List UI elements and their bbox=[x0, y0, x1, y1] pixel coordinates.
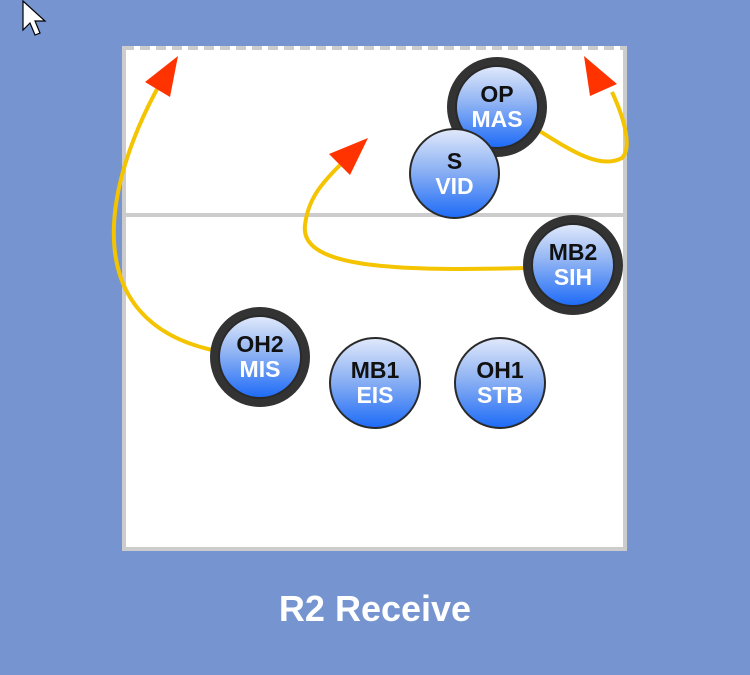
player-name: MAS bbox=[471, 106, 523, 132]
player-position: OH2 bbox=[236, 331, 284, 357]
movement-path-oh2 bbox=[111, 79, 213, 352]
player-position: OH1 bbox=[476, 357, 524, 383]
player-name: EIS bbox=[356, 382, 394, 408]
player-name: MIS bbox=[239, 356, 281, 382]
mouse-pointer-icon bbox=[22, 0, 47, 36]
player-position: MB2 bbox=[548, 239, 598, 265]
player-position: MB1 bbox=[350, 357, 400, 383]
player-name: SIH bbox=[553, 264, 593, 290]
arrow-head-oh2 bbox=[145, 56, 178, 97]
player-name: VID bbox=[435, 172, 474, 199]
player-name: STB bbox=[477, 382, 523, 408]
player-position: OP bbox=[480, 81, 514, 107]
arrow-head-op bbox=[584, 56, 617, 96]
arrow-head-mb2 bbox=[329, 138, 368, 175]
rotation-title: R2 Receive bbox=[278, 588, 472, 629]
movement-path-mb2 bbox=[302, 163, 526, 271]
movement-path-op bbox=[536, 91, 629, 164]
player-position: S bbox=[446, 147, 463, 174]
